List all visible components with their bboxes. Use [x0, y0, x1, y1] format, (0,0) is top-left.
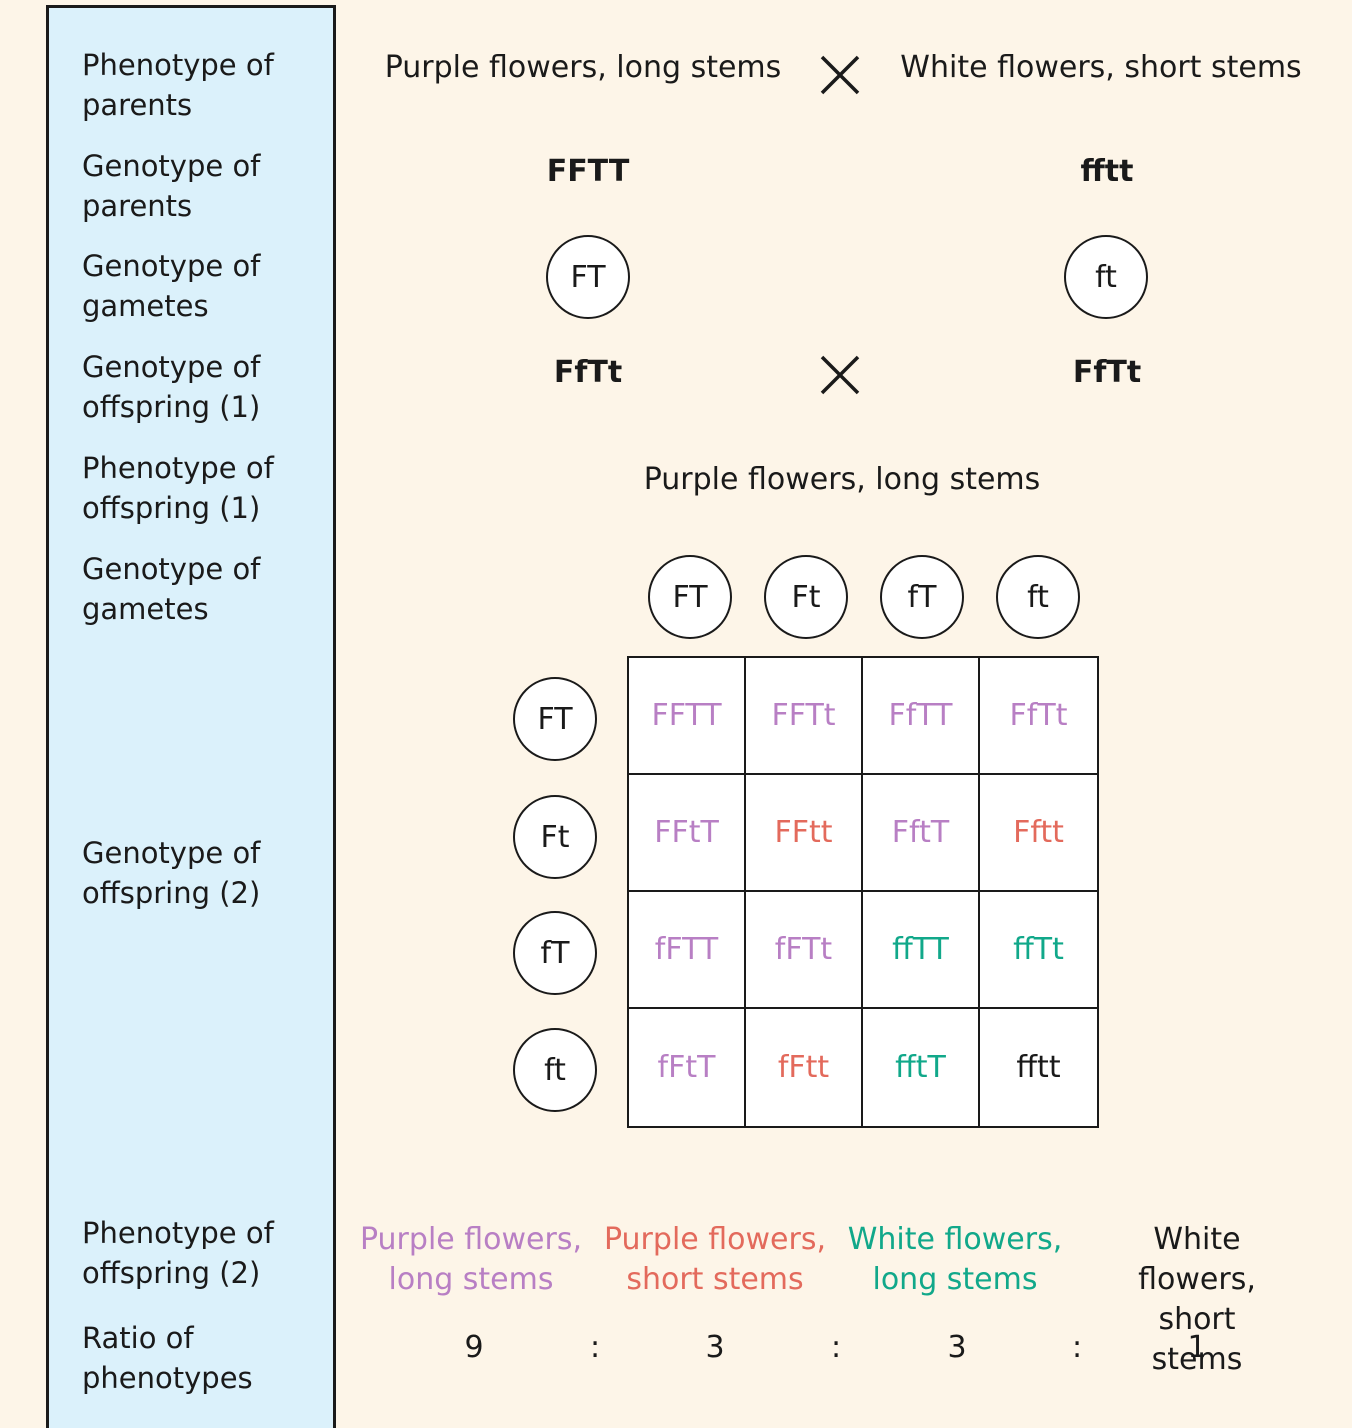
ratio-separator: : — [589, 1330, 601, 1365]
parent-right-gamete: ft — [1064, 235, 1148, 319]
punnett-cell: FFtt — [746, 775, 863, 892]
punnett-cell: FftT — [863, 775, 980, 892]
offspring1-right-genotype: FfTt — [1072, 355, 1142, 390]
punnett-cell: FfTt — [980, 658, 1097, 775]
ratio-separator: : — [1071, 1330, 1083, 1365]
label-phenotype-parents: Phenotype of parents — [82, 48, 274, 122]
ratio-value: 9 — [464, 1330, 484, 1365]
parent-left-gamete: FT — [546, 235, 630, 319]
punnett-square: FFTT FFTt FfTT FfTt FFtT FFtt FftT Fftt … — [627, 656, 1099, 1128]
label-phenotype-offspring-1: Phenotype of offspring (1) — [82, 451, 274, 525]
parent-left-phenotype: Purple flowers, long stems — [384, 50, 782, 85]
punnett-cell: fftT — [863, 1009, 980, 1126]
gamete-row-header: Ft — [513, 795, 597, 879]
cross-icon — [820, 55, 860, 95]
gamete-col-header: ft — [996, 555, 1080, 639]
label-genotype-parents: Genotype of parents — [82, 149, 261, 223]
label-genotype-offspring-2: Genotype of offspring (2) — [82, 836, 261, 910]
label-ratio-phenotypes: Ratio of phenotypes — [82, 1321, 253, 1395]
punnett-cell: fFTT — [629, 892, 746, 1009]
ratio-value: 3 — [705, 1330, 725, 1365]
punnett-cell: fftt — [1016, 1050, 1061, 1085]
label-genotype-offspring-1: Genotype of offspring (1) — [82, 350, 261, 424]
punnett-cell: fFTt — [746, 892, 863, 1009]
label-genotype-gametes-1: Genotype of gametes — [82, 249, 261, 323]
parent-left-genotype: FFTT — [546, 154, 630, 189]
punnett-cell: fFtT — [629, 1009, 746, 1126]
label-phenotype-offspring-2: Phenotype of offspring (2) — [82, 1216, 274, 1290]
row-labels-panel — [46, 5, 336, 1428]
parent-right-phenotype: White flowers, short stems — [900, 50, 1302, 85]
punnett-cell: FFTt — [746, 658, 863, 775]
cross-icon — [820, 355, 860, 395]
punnett-cell: Fftt — [980, 775, 1097, 892]
punnett-cell: ffTT — [863, 892, 980, 1009]
gamete-col-header: Ft — [764, 555, 848, 639]
gamete-row-header: fT — [513, 911, 597, 995]
phenotype-purple-long: Purple flowers, long stems — [359, 1222, 583, 1297]
gamete-col-header: fT — [880, 555, 964, 639]
gamete-row-header: ft — [513, 1028, 597, 1112]
label-genotype-gametes-2: Genotype of gametes — [82, 552, 261, 626]
parent-right-genotype: fftt — [1080, 154, 1134, 189]
punnett-cell: FFTT — [629, 658, 746, 775]
punnett-cell: FfTT — [863, 658, 980, 775]
phenotype-white-long: White flowers, long stems — [847, 1222, 1063, 1297]
phenotype-white-short: White flowers, short stems — [1138, 1222, 1256, 1377]
punnett-cell: fFtt — [746, 1009, 863, 1126]
ratio-value: 1 — [1187, 1330, 1207, 1365]
punnett-cell: ffTt — [980, 892, 1097, 1009]
gamete-col-header: FT — [648, 555, 732, 639]
offspring1-left-genotype: FfTt — [553, 355, 623, 390]
ratio-value: 3 — [947, 1330, 967, 1365]
punnett-cell: FFtT — [629, 775, 746, 892]
offspring1-phenotype: Purple flowers, long stems — [643, 462, 1041, 497]
phenotype-purple-short: Purple flowers, short stems — [603, 1222, 827, 1297]
ratio-separator: : — [830, 1330, 842, 1365]
gamete-row-header: FT — [513, 677, 597, 761]
